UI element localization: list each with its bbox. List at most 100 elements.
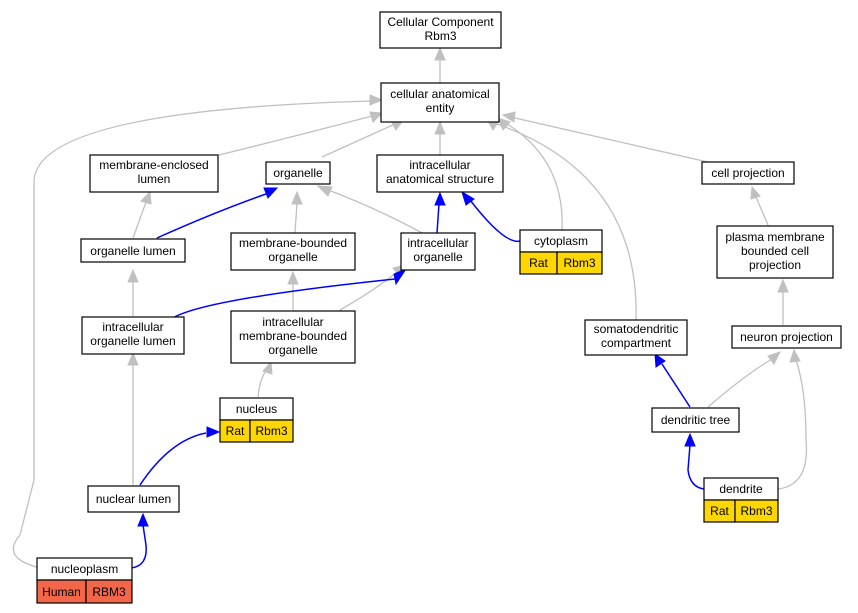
annotation-species-label: Rat: [226, 424, 245, 438]
node-organelle[interactable]: organelle: [265, 161, 331, 185]
edge-dt-to-somato: [661, 363, 691, 408]
node-label-line: cytoplasm: [534, 234, 588, 248]
arrowhead: [316, 185, 333, 197]
arrowhead: [369, 111, 384, 123]
annotation-gene-cell: [734, 499, 779, 523]
annotation-gene-label: Rbm3: [740, 504, 772, 518]
edge-ol-to-mel: [132, 201, 147, 239]
node-intracellular-organelle-lumen[interactable]: intracellular organelle lumen: [81, 316, 185, 355]
node-label-line: dendritic tree: [661, 413, 731, 427]
edge-pmbcp-to-cellproj: [755, 196, 769, 226]
arrowhead: [206, 426, 221, 438]
annotation-gene-label: RBM3: [92, 585, 126, 599]
node-label-line: dendrite: [719, 482, 763, 496]
annotation-gene-cell: [249, 419, 294, 443]
edges-is-a: [12, 46, 808, 569]
edge-nl-to-nucleus: [139, 432, 207, 486]
node-nuclear-lumen[interactable]: nuclear lumen: [87, 485, 180, 513]
node-label-line: plasma membrane: [725, 230, 825, 244]
annotation-species-label: Rat: [529, 256, 548, 270]
annotation-gene-label: Rbm3: [563, 256, 595, 270]
arrowhead: [767, 351, 781, 365]
node-label-line: nuclear lumen: [96, 492, 171, 506]
annotation-species-label: Rat: [710, 504, 729, 518]
node-label-line: bounded cell: [741, 244, 809, 258]
edge-imbo-to-io: [339, 271, 398, 311]
edge-dendrite-to-np: [777, 359, 808, 490]
node-label-line: organelle: [268, 343, 318, 357]
node-nucleoplasm[interactable]: nucleoplasm Human RBM3: [36, 557, 133, 604]
arrowhead: [434, 191, 446, 206]
node-label-line: Rbm3: [424, 29, 456, 43]
node-label-line: lumen: [138, 172, 171, 186]
node-label-line: membrane-bounded: [239, 236, 347, 250]
edge-nucleoplasm-to-cae: [12, 100, 373, 569]
node-label-line: organelle: [273, 166, 323, 180]
node-label-line: neuron projection: [740, 330, 833, 344]
edge-cytoplasm-to-ias: [469, 199, 521, 243]
edge-organelle-to-cae: [321, 123, 396, 158]
node-neuron-projection[interactable]: neuron projection: [731, 325, 842, 349]
node-somatodendritic-compartment[interactable]: somatodendritic compartment: [584, 319, 688, 356]
node-plasma-membrane-bounded-cell-projection[interactable]: plasma membrane bounded cell projection: [716, 225, 834, 279]
arrowhead: [393, 267, 408, 286]
edge-dendrite-to-dt: [687, 444, 705, 490]
arrowhead: [501, 111, 516, 123]
node-label-line: organelle: [268, 250, 318, 264]
edge-mbo-to-organelle: [294, 202, 298, 234]
node-nucleus[interactable]: nucleus Rat Rbm3: [219, 397, 294, 443]
node-label-line: compartment: [601, 336, 672, 350]
node-label-line: membrane-bounded: [239, 329, 347, 343]
node-label-line: intracellular: [262, 315, 323, 329]
arrowhead: [140, 190, 152, 205]
arrowhead: [750, 185, 761, 200]
node-label-line: Cellular Component: [387, 15, 494, 29]
node-cellular-component-rbm3[interactable]: Cellular Component Rbm3: [379, 11, 502, 49]
node-dendrite[interactable]: dendrite Rat Rbm3: [703, 477, 779, 523]
edge-dt-to-np: [707, 358, 773, 408]
annotation-gene-label: Rbm3: [255, 424, 287, 438]
edge-somato-to-cae: [496, 123, 637, 321]
node-label-line: entity: [426, 101, 455, 115]
node-label-line: cellular anatomical: [390, 87, 489, 101]
arrowhead: [262, 360, 273, 375]
node-dendritic-tree[interactable]: dendritic tree: [651, 407, 740, 433]
node-intracellular-membrane-bounded-organelle[interactable]: intracellular membrane-bounded organelle: [230, 310, 356, 364]
node-label-line: nucleoplasm: [51, 562, 118, 576]
edge-iol-to-io: [169, 278, 396, 321]
edge-cellproj-to-cae: [514, 117, 713, 164]
arrowhead: [434, 120, 446, 135]
annotation-gene-cell: [85, 579, 133, 604]
arrowhead: [497, 117, 511, 131]
node-intracellular-anatomical-structure[interactable]: intracellular anatomical structure: [376, 154, 504, 193]
arrowhead: [127, 351, 139, 366]
node-label-line: nucleus: [236, 402, 277, 416]
node-label-line: organelle: [413, 250, 463, 264]
node-label-line: intracellular: [102, 320, 163, 334]
node-organelle-lumen[interactable]: organelle lumen: [80, 238, 186, 263]
edge-io-to-organelle: [330, 190, 423, 234]
node-label-line: projection: [749, 258, 801, 272]
node-label-line: membrane-enclosed: [99, 158, 208, 172]
node-label-line: cell projection: [711, 166, 784, 180]
arrowhead: [137, 512, 149, 527]
node-intracellular-organelle[interactable]: intracellular organelle: [400, 232, 476, 271]
arrowhead: [263, 187, 279, 199]
annotation-gene-cell: [556, 251, 603, 275]
edge-ol-to-organelle: [156, 193, 267, 239]
node-label-line: intracellular: [407, 236, 468, 250]
arrowhead: [461, 190, 475, 206]
node-cytoplasm[interactable]: cytoplasm Rat Rbm3: [519, 229, 603, 275]
arrowhead: [369, 94, 384, 106]
node-membrane-enclosed-lumen[interactable]: membrane-enclosed lumen: [89, 154, 219, 193]
edge-io-to-ias: [436, 203, 440, 234]
node-label-line: organelle lumen: [90, 334, 175, 348]
edges-part-of: [130, 187, 705, 569]
arrowhead: [127, 268, 139, 283]
node-cell-projection[interactable]: cell projection: [701, 161, 795, 185]
node-membrane-bounded-organelle[interactable]: membrane-bounded organelle: [230, 232, 356, 271]
node-cellular-anatomical-entity[interactable]: cellular anatomical entity: [380, 82, 500, 123]
arrowhead: [777, 278, 789, 293]
node-label-line: intracellular: [409, 158, 470, 172]
